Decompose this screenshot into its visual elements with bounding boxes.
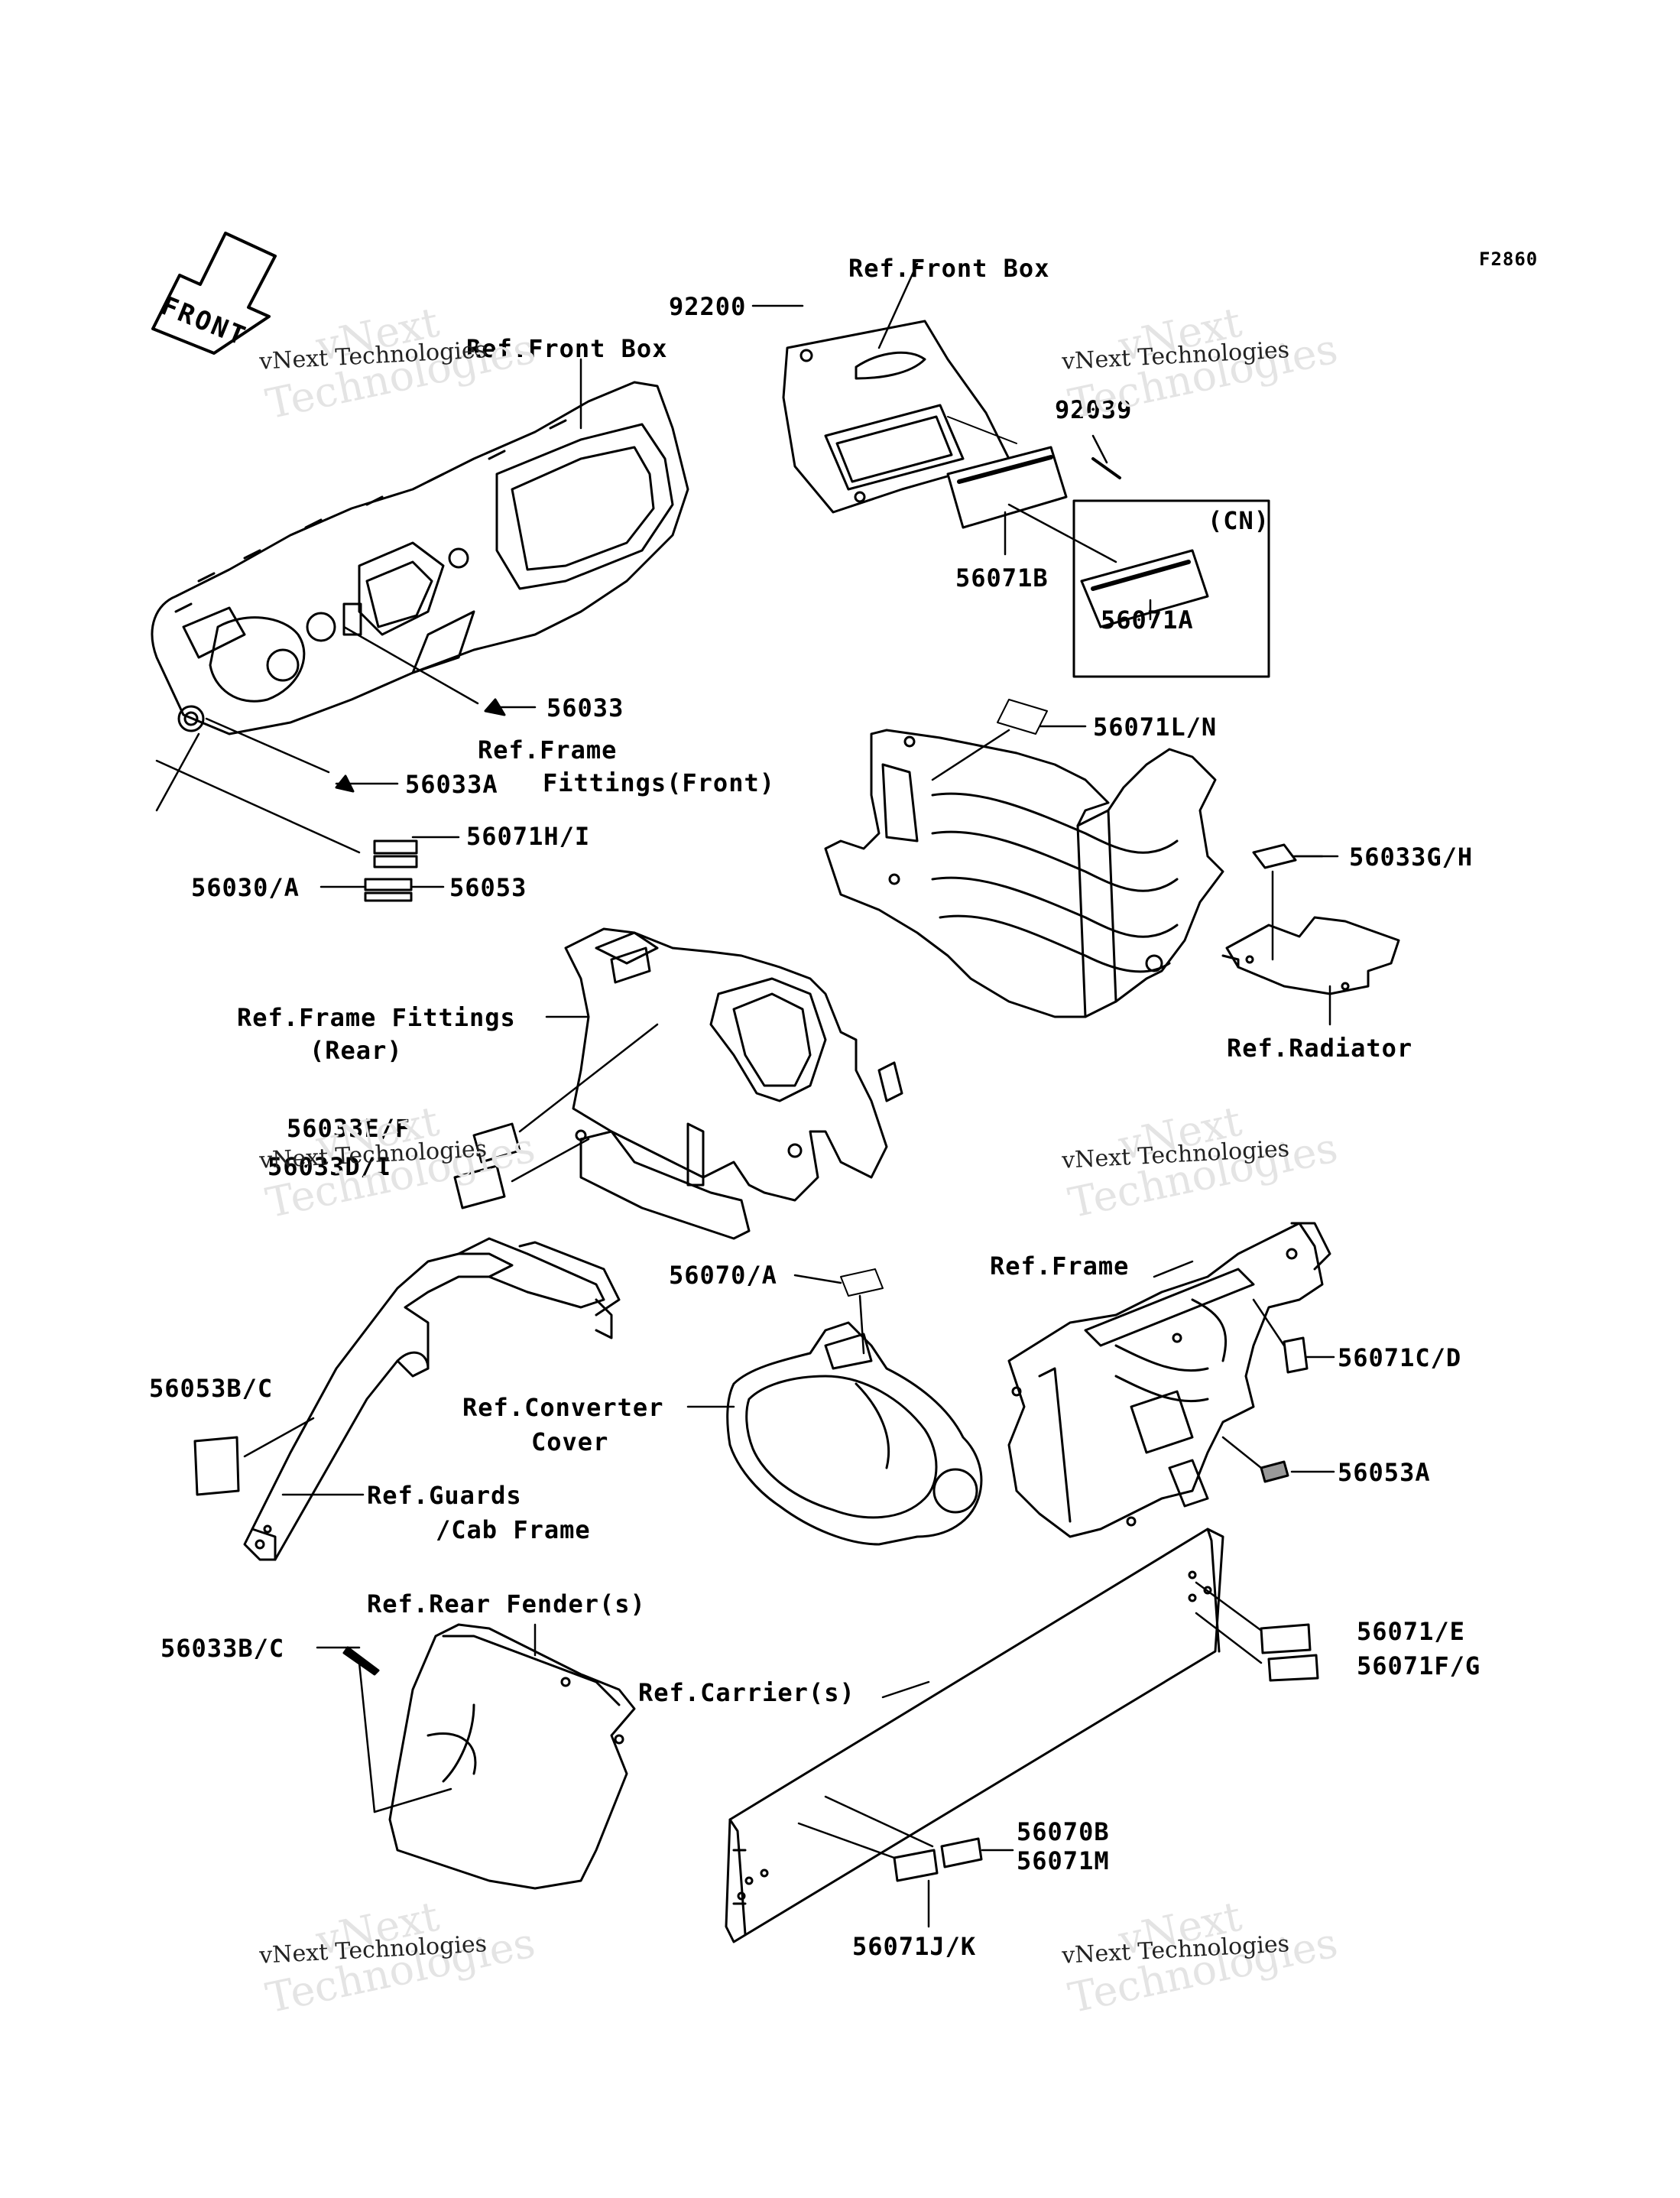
label-56033GH: 56033G/H — [1349, 843, 1474, 872]
label-56070A: 56070/A — [669, 1261, 777, 1290]
cn-box — [1072, 499, 1270, 678]
label-56071FG: 56071F/G — [1357, 1651, 1481, 1680]
label-56071E: 56071/E — [1357, 1617, 1465, 1646]
label-ref-rear-fender: Ref.Rear Fender(s) — [367, 1589, 646, 1618]
label-56071B: 56071B — [955, 563, 1049, 593]
label-56030A: 56030/A — [191, 873, 300, 902]
label-56033BC: 56033B/C — [161, 1634, 285, 1663]
figure-code: F2860 — [1479, 248, 1539, 270]
frame-assembly — [1007, 1222, 1331, 1538]
label-ref-radiator: Ref.Radiator — [1227, 1034, 1413, 1063]
guards-cab-frame — [243, 1237, 621, 1561]
label-56071A: 56071A — [1101, 606, 1194, 635]
label-56071LN: 56071L/N — [1093, 713, 1218, 742]
label-ref-frame-fittings-rear-2: (Rear) — [310, 1036, 403, 1065]
label-ref-guards-2: /Cab Frame — [436, 1515, 591, 1544]
label-cn: (CN) — [1208, 506, 1270, 535]
rear-fender — [388, 1623, 636, 1890]
label-ref-frame-fittings-rear-1: Ref.Frame Fittings — [237, 1003, 516, 1032]
label-56071JK: 56071J/K — [852, 1932, 977, 1961]
dashboard-assembly — [151, 381, 689, 735]
label-ref-converter-cover-1: Ref.Converter — [462, 1393, 664, 1422]
label-ref-front-box-top: Ref.Front Box — [848, 254, 1050, 283]
label-56053: 56053 — [449, 873, 527, 902]
leader-lines-top — [155, 262, 1331, 1026]
label-56071HI: 56071H/I — [466, 822, 591, 851]
decal-56071B — [946, 446, 1068, 529]
label-56033A: 56033A — [405, 770, 498, 799]
label-ref-frame-fittings-front-1: Ref.Frame — [478, 735, 618, 765]
label-56071M: 56071M — [1017, 1846, 1110, 1875]
label-56070B: 56070B — [1017, 1817, 1110, 1846]
label-56071CD: 56071C/D — [1338, 1343, 1462, 1372]
label-ref-guards-1: Ref.Guards — [367, 1481, 522, 1510]
radiator-bracket — [1221, 916, 1400, 995]
label-56053A: 56053A — [1338, 1458, 1431, 1487]
front-box-lid — [782, 320, 1017, 514]
label-92200: 92200 — [669, 292, 747, 321]
frame-fittings-rear — [564, 927, 903, 1240]
frame-fittings-front — [824, 729, 1224, 1018]
front-arrow-icon — [151, 232, 277, 355]
label-56033EF: 56033E/F — [287, 1114, 411, 1143]
label-56033DI: 56033D/I — [268, 1152, 392, 1181]
label-ref-carrier: Ref.Carrier(s) — [638, 1678, 855, 1707]
label-ref-front-box-left: Ref.Front Box — [466, 334, 668, 363]
label-92039: 92039 — [1055, 395, 1133, 424]
label-56033: 56033 — [546, 693, 624, 722]
label-ref-frame-fittings-front-2: Fittings(Front) — [543, 768, 775, 797]
label-ref-frame: Ref.Frame — [990, 1252, 1130, 1281]
converter-cover — [726, 1321, 983, 1546]
carrier-panel — [725, 1528, 1224, 1943]
label-56053BC: 56053B/C — [149, 1374, 274, 1403]
label-ref-converter-cover-2: Cover — [531, 1427, 609, 1456]
